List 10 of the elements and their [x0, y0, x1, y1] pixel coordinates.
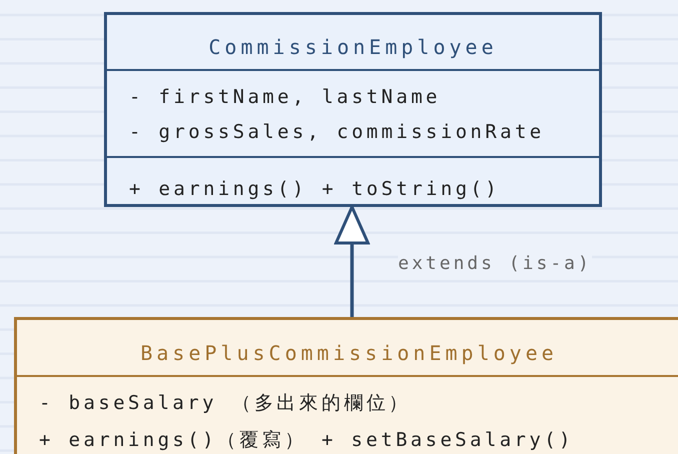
attribute-text: - grossSales, commissionRate [129, 120, 544, 144]
class-name: CommissionEmployee [208, 35, 498, 59]
class-box [104, 12, 602, 207]
method-text: + earnings() + toString() [129, 177, 500, 201]
attribute-text: - firstName, lastName [129, 85, 441, 109]
inheritance-arrow [334, 206, 370, 317]
class-name: BasePlusCommissionEmployee [139, 341, 559, 365]
attribute-text: - baseSalary （多出來的欄位） [39, 391, 412, 415]
class-box [14, 317, 678, 454]
attribute-text: + earnings()（覆寫） + setBaseSalary() [39, 428, 574, 452]
